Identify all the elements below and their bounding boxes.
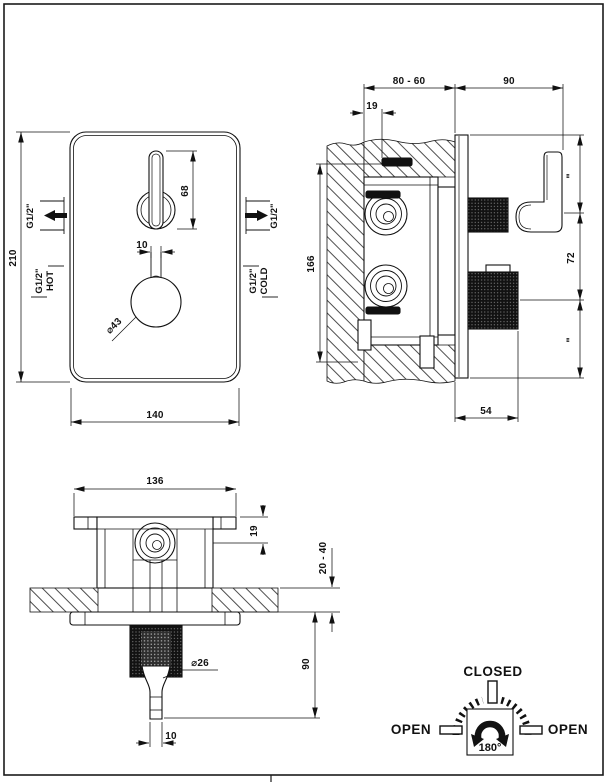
rotation-diagram: CLOSED OPEN OPEN 180° xyxy=(391,664,588,756)
handle-position-closed xyxy=(487,680,498,704)
inlet-port-bottom xyxy=(364,264,408,308)
open-left-label: OPEN xyxy=(391,722,431,737)
port-hot-label: HOT xyxy=(45,271,56,291)
dim-stem-width-top-value: 10 xyxy=(165,731,177,742)
flow-arrow-right-icon xyxy=(245,210,268,221)
dim-protrusion: 90 xyxy=(455,76,564,150)
dim-plaster-range-value: 20 - 40 xyxy=(318,542,329,575)
rotation-angle-label: 180° xyxy=(479,742,502,754)
open-right-label: OPEN xyxy=(548,722,588,737)
dim-stem-width-front: 10 xyxy=(136,240,175,258)
rotation-arrow-head-right-icon xyxy=(496,734,509,747)
dim-stem-width-value: 10 xyxy=(136,240,148,251)
dim-body-width: 136 xyxy=(73,476,237,516)
trim-plate xyxy=(69,131,241,383)
dim-handle-spacing-value: 72 xyxy=(566,252,577,264)
dim-knob-protrusion: 54 xyxy=(454,331,519,422)
dim-plate-width-value: 140 xyxy=(146,410,164,421)
top-port xyxy=(134,522,176,564)
dim-stem-length-value: 90 xyxy=(301,658,312,670)
lever-knurled-hub xyxy=(467,197,509,233)
dim-body-height-value: 166 xyxy=(306,255,317,273)
dim-body-width-value: 136 xyxy=(146,476,164,487)
rough-body-top xyxy=(73,516,237,612)
shutoff-knob-side xyxy=(467,264,519,330)
dim-protrusion-value: 90 xyxy=(503,76,515,87)
dim-plate-width: 140 xyxy=(70,388,240,426)
dim-spacing-bottom-ditto: " xyxy=(565,337,577,342)
port-inlet-cold: G1/2" COLD xyxy=(243,265,278,298)
port-inlet-hot: G1/2" HOT xyxy=(31,265,64,298)
port-outlet-left: G1/2" xyxy=(25,197,67,234)
lever-side xyxy=(467,151,563,233)
trim-plate-side xyxy=(454,134,469,379)
dim-stem-diameter: ⌀26 xyxy=(162,658,218,679)
front-view: 210 140 68 10 ⌀43 xyxy=(8,131,280,426)
dim-stem-length: 90 xyxy=(164,612,320,719)
mount-ear-left xyxy=(73,516,98,530)
dim-stem-diameter-value: ⌀26 xyxy=(191,658,209,669)
rotation-box xyxy=(466,708,514,756)
handle-position-open-left xyxy=(439,725,463,735)
knob-stem xyxy=(141,665,171,720)
dim-port-offset: 19 xyxy=(213,505,268,555)
dim-plate-height: 210 xyxy=(8,131,70,383)
side-section-view: 80 - 60 90 19 166 xyxy=(306,76,584,422)
port-outlet-right: G1/2" xyxy=(245,197,280,234)
dim-port-offset-value: 19 xyxy=(249,525,260,537)
dim-knob-protrusion-value: 54 xyxy=(480,406,492,417)
inlet-port-top xyxy=(364,192,408,236)
fixing-bracket-top xyxy=(381,157,413,167)
port-cold-label: COLD xyxy=(259,267,270,294)
dim-lever-height-value: 68 xyxy=(180,185,191,197)
port-outlet-right-label: G1/2" xyxy=(269,203,280,228)
sheet-frame xyxy=(3,3,604,782)
dim-lever-height: 68 xyxy=(166,150,197,230)
top-view: 136 xyxy=(29,476,340,747)
rotation-arc-left xyxy=(452,696,484,736)
flange-and-knob xyxy=(69,611,241,720)
dim-bracket-offset: 19 xyxy=(350,101,396,158)
dim-spacing-top-ditto: " xyxy=(565,173,577,178)
dim-body-height: 166 xyxy=(306,163,384,363)
closed-label: CLOSED xyxy=(463,664,522,679)
rotation-arrow-head-left-icon xyxy=(471,734,484,747)
fixing-lug-right xyxy=(419,335,435,369)
wall-section-hatch xyxy=(326,138,456,384)
dim-plate-height-value: 210 xyxy=(8,249,19,267)
port-cold-size: G1/2" xyxy=(248,268,259,293)
wall-section-top xyxy=(29,587,340,613)
dim-plaster-range: 20 - 40 xyxy=(318,542,335,632)
rotation-arrow-arc xyxy=(474,720,506,742)
mount-ear-right xyxy=(212,516,237,530)
port-outlet-left-label: G1/2" xyxy=(25,203,36,228)
flow-arrow-left-icon xyxy=(44,210,67,221)
trim-plate-inner-edge xyxy=(73,135,237,379)
port-hot-size: G1/2" xyxy=(34,268,45,293)
dim-handle-chain: " 72 " xyxy=(470,134,584,379)
dim-recess-depth-value: 80 - 60 xyxy=(393,76,426,87)
dim-stem-width-top: 10 xyxy=(136,722,177,747)
rough-valve-body xyxy=(357,157,456,369)
mixer-lever xyxy=(136,150,176,230)
dim-recess-depth: 80 - 60 xyxy=(363,76,456,141)
seal-bar-lower xyxy=(365,306,401,315)
dim-bracket-offset-value: 19 xyxy=(366,101,378,112)
handle-position-open-right xyxy=(519,725,543,735)
fixing-lug-left xyxy=(357,319,372,351)
